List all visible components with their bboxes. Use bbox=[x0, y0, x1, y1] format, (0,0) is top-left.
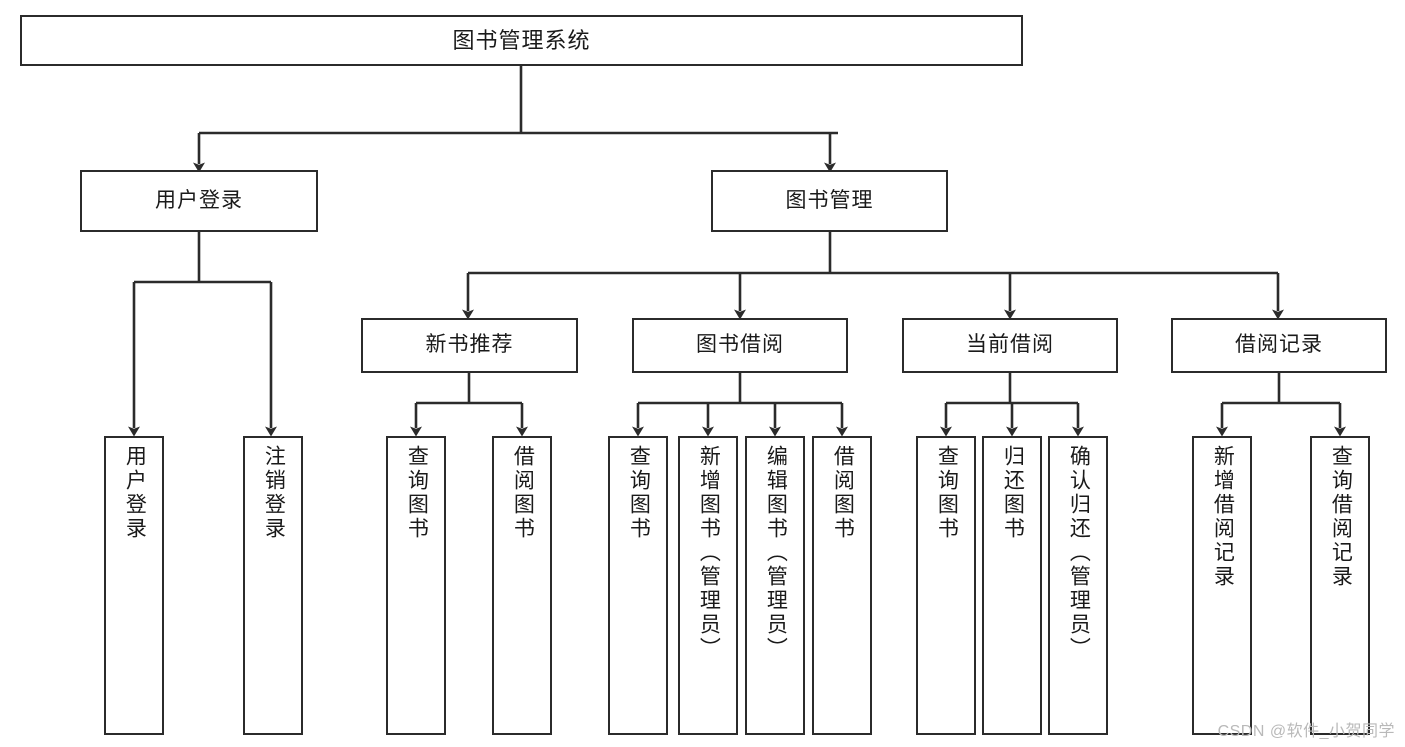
leaf-current-confirm-return[interactable]: 确认归还（管理员） bbox=[1048, 436, 1108, 735]
node-label: 图书借阅 bbox=[696, 333, 784, 357]
csdn-watermark: CSDN @软件_小贺同学 bbox=[1217, 723, 1395, 740]
leaf-label: 查询借阅记录 bbox=[1329, 445, 1353, 589]
node-root-system[interactable]: 图书管理系统 bbox=[20, 15, 1023, 66]
leaf-label: 新增借阅记录 bbox=[1211, 445, 1235, 589]
node-label: 新书推荐 bbox=[425, 333, 514, 357]
node-borrow-record[interactable]: 借阅记录 bbox=[1171, 318, 1387, 373]
leaf-label: 借阅图书 bbox=[511, 445, 535, 541]
leaf-current-query-book[interactable]: 查询图书 bbox=[916, 436, 976, 735]
node-label: 当前借阅 bbox=[966, 333, 1054, 357]
leaf-label: 注销登录 bbox=[262, 445, 286, 541]
leaf-label: 用户登录 bbox=[123, 445, 147, 541]
node-label: 图书管理系统 bbox=[452, 27, 591, 53]
leaf-record-add[interactable]: 新增借阅记录 bbox=[1192, 436, 1252, 735]
node-label: 图书管理 bbox=[785, 188, 874, 212]
leaf-new-book-query[interactable]: 查询图书 bbox=[386, 436, 446, 735]
node-label: 借阅记录 bbox=[1235, 333, 1323, 357]
leaf-label: 确认归还（管理员） bbox=[1067, 445, 1091, 661]
leaf-borrow-query-book[interactable]: 查询图书 bbox=[608, 436, 668, 735]
node-label: 用户登录 bbox=[155, 188, 243, 212]
node-book-borrow[interactable]: 图书借阅 bbox=[632, 318, 848, 373]
leaf-label: 编辑图书（管理员） bbox=[764, 445, 788, 661]
leaf-user-login-logout[interactable]: 注销登录 bbox=[243, 436, 303, 735]
leaf-label: 归还图书 bbox=[1001, 445, 1025, 541]
leaf-user-login-login[interactable]: 用户登录 bbox=[104, 436, 164, 735]
node-book-management[interactable]: 图书管理 bbox=[711, 170, 948, 232]
leaf-label: 借阅图书 bbox=[831, 445, 855, 541]
leaf-label: 新增图书（管理员） bbox=[697, 445, 721, 661]
leaf-record-query[interactable]: 查询借阅记录 bbox=[1310, 436, 1370, 735]
node-current-borrow[interactable]: 当前借阅 bbox=[902, 318, 1118, 373]
node-user-login[interactable]: 用户登录 bbox=[80, 170, 318, 232]
leaf-borrow-borrow-book[interactable]: 借阅图书 bbox=[812, 436, 872, 735]
leaf-label: 查询图书 bbox=[935, 445, 959, 541]
leaf-label: 查询图书 bbox=[627, 445, 651, 541]
leaf-current-return-book[interactable]: 归还图书 bbox=[982, 436, 1042, 735]
leaf-borrow-add-book[interactable]: 新增图书（管理员） bbox=[678, 436, 738, 735]
leaf-label: 查询图书 bbox=[405, 445, 429, 541]
node-new-book-recommend[interactable]: 新书推荐 bbox=[361, 318, 578, 373]
leaf-new-book-borrow[interactable]: 借阅图书 bbox=[492, 436, 552, 735]
leaf-borrow-edit-book[interactable]: 编辑图书（管理员） bbox=[745, 436, 805, 735]
